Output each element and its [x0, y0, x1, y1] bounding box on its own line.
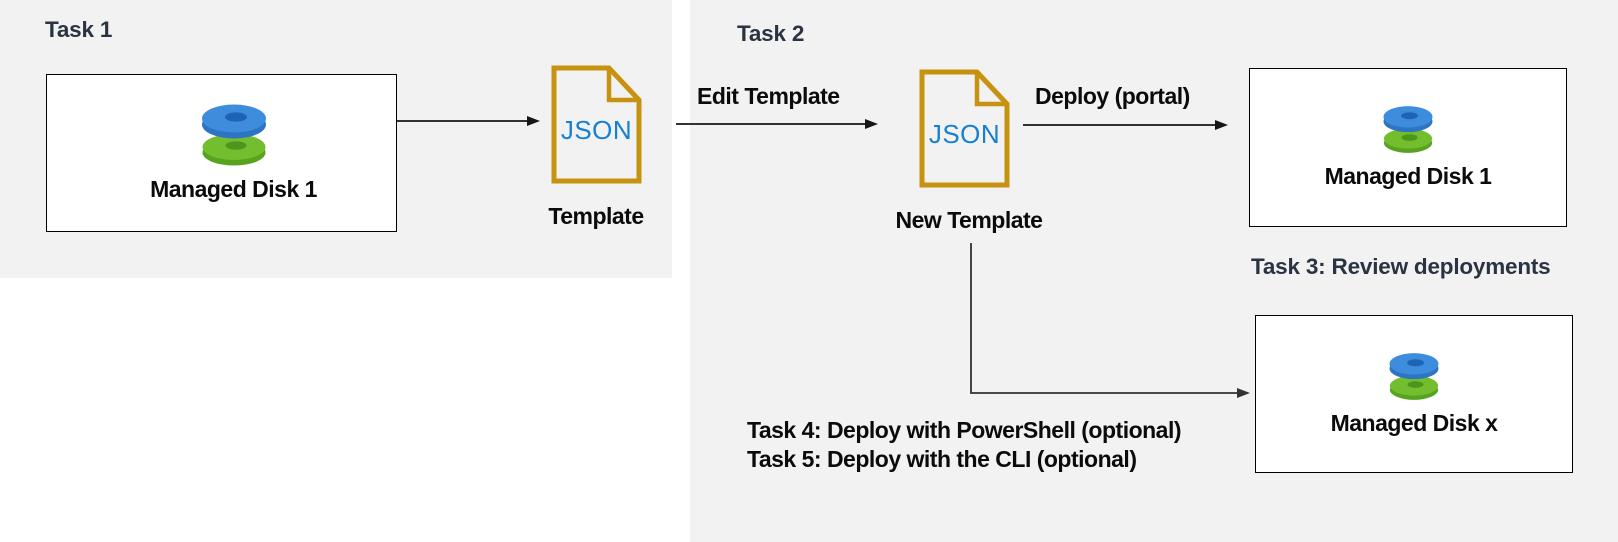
edit-template-label: Edit Template: [697, 83, 840, 109]
new-template-caption: New Template: [895, 207, 1043, 233]
json-file-text: JSON: [929, 119, 1000, 149]
managed-disk-x-box: Managed Disk x: [1255, 315, 1573, 473]
json-template-icon: JSON: [551, 65, 642, 189]
json-file-glyph: JSON: [551, 65, 642, 184]
task5-annotation: Task 5: Deploy with the CLI (optional): [747, 445, 1137, 472]
managed-disk-icon: [200, 103, 268, 167]
task4-task5-annotation: Task 4: Deploy with PowerShell (optional…: [747, 416, 1182, 473]
task4-annotation: Task 4: Deploy with PowerShell (optional…: [747, 417, 1182, 443]
managed-disk-1-source-box: Managed Disk 1: [46, 74, 397, 232]
managed-disk-1-deployed-box: Managed Disk 1: [1249, 68, 1567, 227]
json-file-glyph: JSON: [919, 69, 1010, 188]
managed-disk-label: Managed Disk 1: [1324, 163, 1492, 189]
json-new-template-icon: JSON: [919, 69, 1010, 193]
managed-disk-label: Managed Disk 1: [150, 176, 317, 202]
box-content: Managed Disk x: [1331, 352, 1498, 437]
template-caption: Template: [548, 203, 644, 229]
box-content: Managed Disk 1: [1325, 105, 1492, 190]
task1-heading: Task 1: [45, 17, 113, 42]
managed-disk-icon: [1388, 352, 1440, 401]
managed-disk-label: Managed Disk x: [1330, 409, 1498, 436]
task3-annotation: Task 3: Review deployments: [1251, 254, 1551, 279]
deploy-portal-label: Deploy (portal): [1035, 83, 1190, 109]
managed-disk-icon: [1382, 105, 1434, 154]
box-content: Managed Disk 1: [150, 103, 317, 203]
json-file-text: JSON: [561, 115, 632, 145]
task2-heading: Task 2: [737, 21, 805, 46]
